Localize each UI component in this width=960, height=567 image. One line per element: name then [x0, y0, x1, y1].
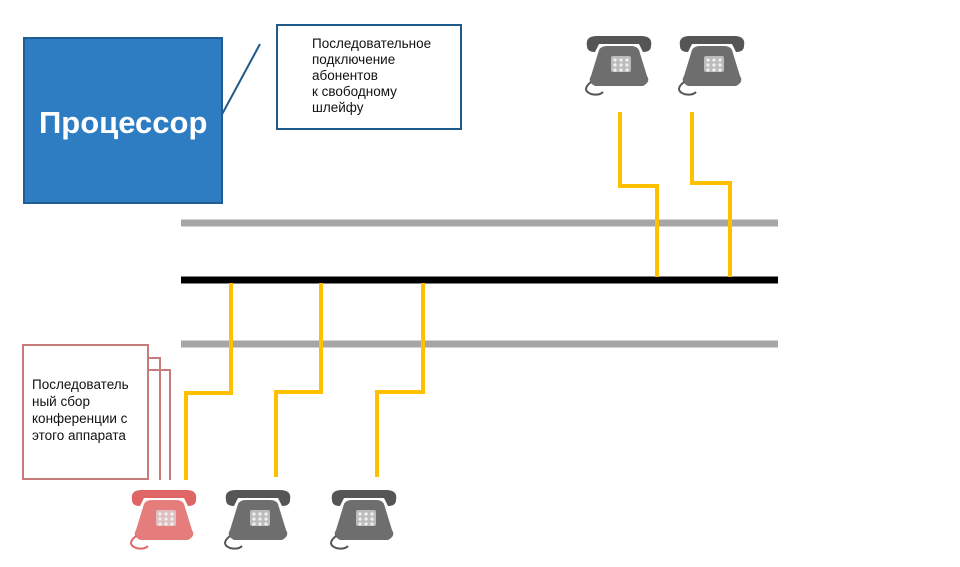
wire-top-2: [690, 112, 732, 277]
wire-bottom-1: [184, 283, 233, 480]
processor-label: Процессор: [39, 105, 208, 140]
callout-serial-connection-text: Последовательное подключение абонентов к…: [312, 36, 432, 115]
callout-serial-connection: Последовательное подключение абонентов к…: [276, 24, 462, 130]
callout-conference-assembly-text: Последователь ный сбор конференции с это…: [32, 377, 129, 443]
callout-pointer-bottom: [149, 357, 161, 480]
wire-top-1: [618, 112, 659, 277]
processor-block: Процессор: [23, 37, 223, 204]
wire-bottom-3: [375, 283, 425, 477]
telephone-icon[interactable]: [330, 489, 398, 550]
callout-pointer-bottom-2: [149, 369, 171, 480]
telephone-icon[interactable]: [585, 35, 653, 96]
callout-conference-assembly: Последователь ный сбор конференции с это…: [22, 344, 149, 480]
telephone-icon[interactable]: [678, 35, 746, 96]
telephone-icon-active[interactable]: [130, 489, 198, 550]
telephone-icon[interactable]: [224, 489, 292, 550]
wire-bottom-2: [274, 283, 323, 477]
